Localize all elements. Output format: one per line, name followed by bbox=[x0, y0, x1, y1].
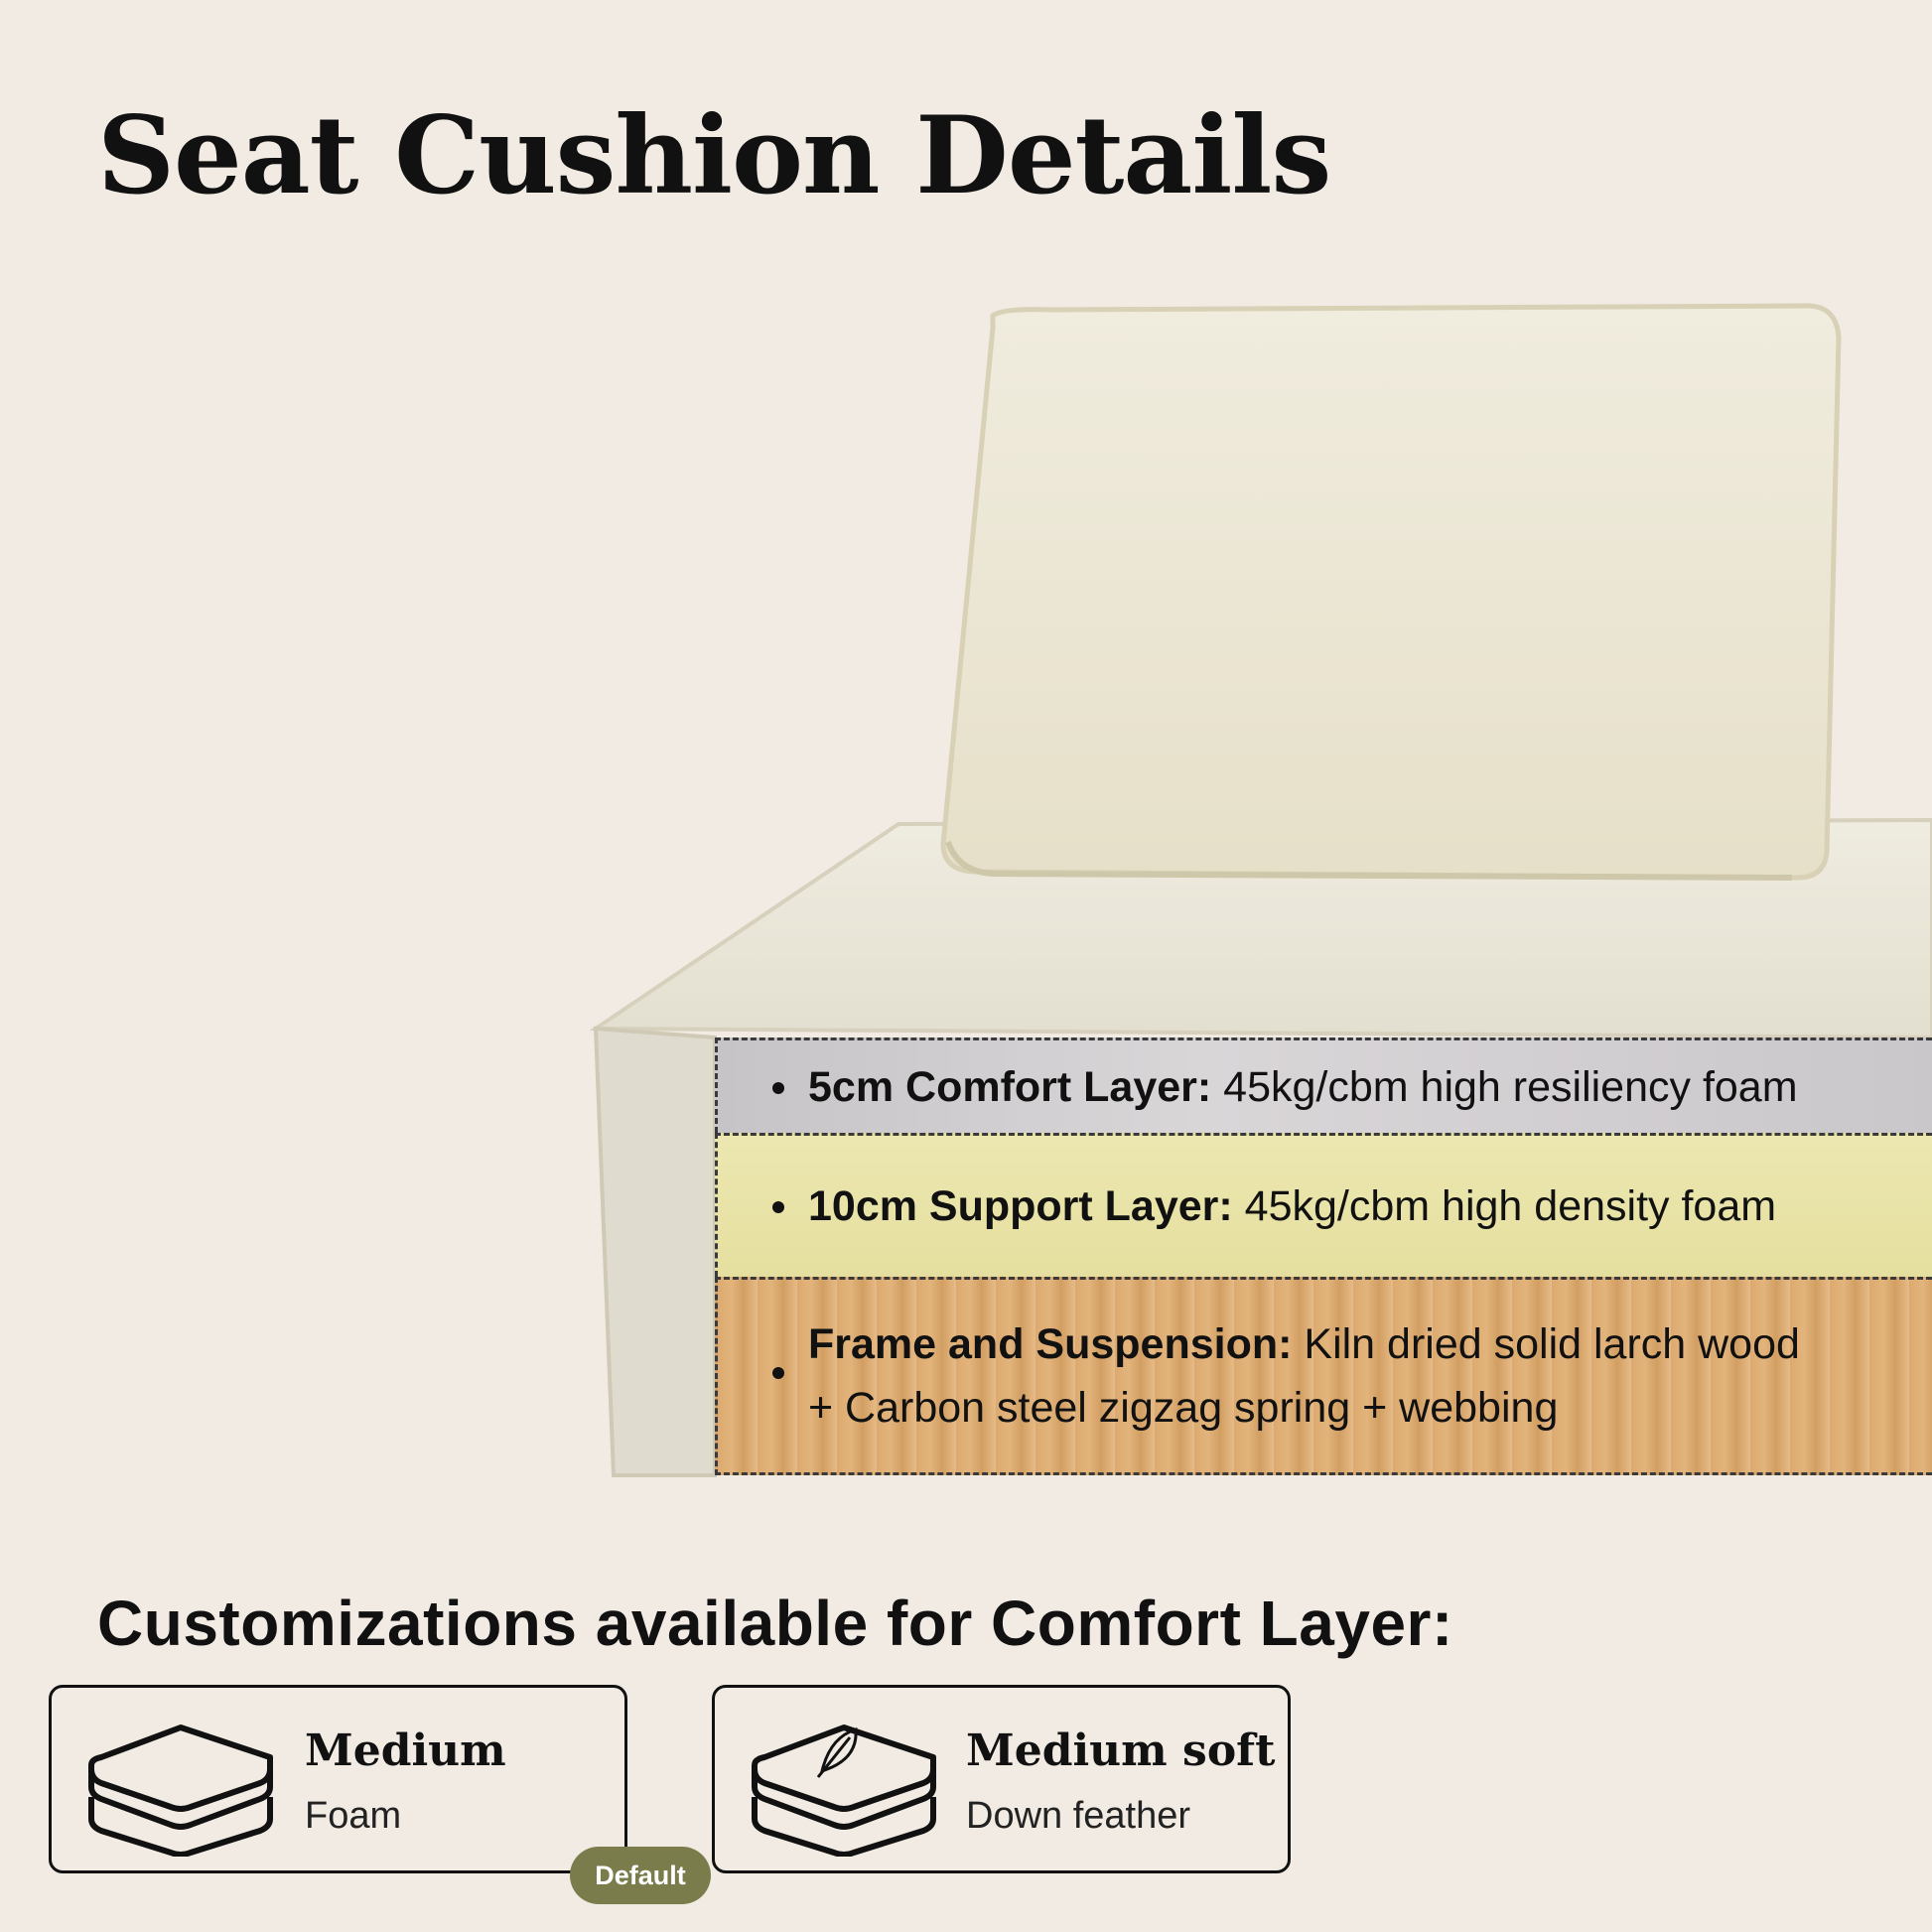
option-material: Down feather bbox=[966, 1795, 1191, 1837]
seat-side bbox=[593, 1026, 717, 1477]
bullet-icon bbox=[772, 1201, 784, 1213]
feather-cushion-icon bbox=[752, 1725, 936, 1857]
bullet-icon bbox=[772, 1082, 784, 1094]
customization-heading: Customizations available for Comfort Lay… bbox=[97, 1587, 1453, 1659]
default-badge: Default bbox=[570, 1847, 711, 1904]
comfort-layer-desc: 45kg/cbm high resiliency foam bbox=[1211, 1062, 1798, 1111]
option-card-medium-soft[interactable]: Medium soft Down feather bbox=[712, 1685, 1291, 1873]
option-material: Foam bbox=[305, 1795, 402, 1837]
page-title: Seat Cushion Details bbox=[97, 93, 1331, 218]
option-name: Medium bbox=[305, 1725, 506, 1776]
frame-layer-term: Frame and Suspension: bbox=[808, 1320, 1293, 1368]
frame-layer-band: Frame and Suspension: Kiln dried solid l… bbox=[715, 1277, 1932, 1475]
foam-cushion-icon bbox=[88, 1725, 273, 1857]
frame-layer-text: Frame and Suspension: Kiln dried solid l… bbox=[808, 1312, 1811, 1440]
support-layer-text: 10cm Support Layer: 45kg/cbm high densit… bbox=[808, 1174, 1776, 1238]
frame-layer-desc: Kiln dried solid larch wood + Carbon ste… bbox=[808, 1320, 1800, 1432]
comfort-layer-band: 5cm Comfort Layer: 45kg/cbm high resilie… bbox=[715, 1037, 1932, 1133]
support-layer-band: 10cm Support Layer: 45kg/cbm high densit… bbox=[715, 1133, 1932, 1277]
support-layer-desc: 45kg/cbm high density foam bbox=[1232, 1182, 1777, 1230]
back-cushion bbox=[940, 303, 1842, 881]
comfort-layer-term: 5cm Comfort Layer: bbox=[808, 1062, 1212, 1111]
option-name: Medium soft bbox=[966, 1725, 1276, 1776]
comfort-layer-text: 5cm Comfort Layer: 45kg/cbm high resilie… bbox=[808, 1055, 1798, 1119]
support-layer-term: 10cm Support Layer: bbox=[808, 1182, 1233, 1230]
bullet-icon bbox=[772, 1367, 784, 1379]
option-card-medium[interactable]: Medium Foam bbox=[49, 1685, 627, 1873]
